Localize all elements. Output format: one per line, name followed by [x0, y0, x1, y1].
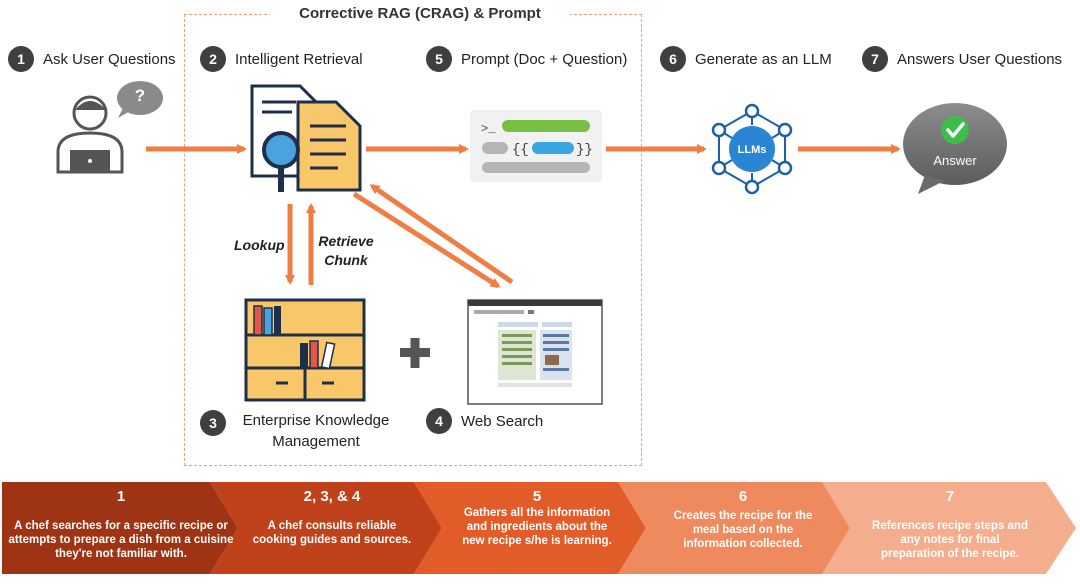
step-2-label: Intelligent Retrieval — [235, 50, 363, 68]
step-2-badge: 2 — [200, 46, 226, 72]
arrow-web-to-retrieval — [369, 183, 514, 285]
banner-segment-4 — [618, 482, 850, 574]
retrieve-label-line2: Chunk — [324, 252, 368, 268]
web-search-icon — [467, 299, 603, 405]
banner-4-num: 6 — [738, 488, 748, 505]
step-4-header: 4 Web Search — [426, 408, 543, 434]
question-bubble-icon — [117, 81, 163, 118]
banner-2-num: 2, 3, & 4 — [303, 488, 361, 505]
step-7-badge: 7 — [862, 46, 888, 72]
bookshelf-icon — [244, 298, 366, 402]
arrow-retrieval-to-web — [352, 191, 501, 289]
banner-3-num: 5 — [532, 488, 542, 505]
banner-1-desc: A chef searches for a specific recipe or… — [8, 520, 234, 560]
banner-segment-1 — [2, 482, 238, 574]
user-icon — [56, 95, 124, 174]
banner-4-desc: Creates the recipe for the meal based on… — [673, 510, 813, 550]
prompt-icon — [470, 110, 602, 182]
step-3-badge: 3 — [200, 410, 226, 436]
banner-5-num: 7 — [945, 488, 955, 505]
step-4-badge: 4 — [426, 408, 452, 434]
banner-item-2: 2, 3, & 4 A chef consults reliable cooki… — [250, 488, 414, 547]
retrieve-label-line1: Retrieve — [318, 233, 374, 249]
step-6-badge: 6 — [660, 46, 686, 72]
step-4-label: Web Search — [461, 412, 544, 430]
step-2-header: 2 Intelligent Retrieval — [200, 46, 363, 72]
step-1-header: 1 Ask User Questions — [8, 46, 176, 72]
banner-segment-2 — [210, 482, 442, 574]
step-7-header: 7 Answers User Questions — [862, 46, 1062, 72]
frame-title: Corrective RAG (CRAG) & Prompt — [270, 5, 570, 22]
step-5-label: Prompt (Doc + Question) — [461, 50, 628, 68]
question-mark: ? — [134, 86, 146, 105]
step-3-label: Enterprise Knowledge Management — [234, 410, 398, 452]
banner-2-desc: A chef consults reliable cooking guides … — [252, 520, 412, 546]
step-3-label-line2: Management — [272, 433, 360, 450]
step-6-label: Generate as an LLM — [695, 50, 832, 68]
retrieve-chunk-label: Retrieve Chunk — [316, 232, 376, 270]
banner-item-4: 6 Creates the recipe for the meal based … — [664, 488, 822, 551]
llm-network-icon — [711, 103, 793, 195]
banner-segment-3 — [414, 482, 646, 574]
step-5-header: 5 Prompt (Doc + Question) — [426, 46, 627, 72]
banner-segment-5 — [822, 482, 1076, 574]
banner-item-3: 5 Gathers all the information and ingred… — [462, 488, 612, 548]
banner-item-5: 7 References recipe steps and any notes … — [870, 488, 1030, 561]
step-1-badge: 1 — [8, 46, 34, 72]
step-7-label: Answers User Questions — [897, 50, 1063, 68]
plus-icon — [400, 338, 430, 368]
banner-5-desc: References recipe steps and any notes fo… — [872, 520, 1028, 560]
prompt-prefix: >_ — [481, 122, 496, 136]
step-3-label-line1: Enterprise Knowledge — [242, 412, 390, 429]
step-5-badge: 5 — [426, 46, 452, 72]
step-6-header: 6 Generate as an LLM — [660, 46, 832, 72]
answer-label: Answer — [933, 153, 977, 168]
llm-label: LLMs — [738, 144, 767, 156]
documents-magnifier-icon — [250, 84, 362, 192]
step-1-label: Ask User Questions — [43, 50, 176, 68]
banner-item-1: 1 A chef searches for a specific recipe … — [8, 488, 234, 561]
answer-bubble-icon — [903, 103, 1007, 194]
prompt-brace-close: }} — [576, 142, 593, 158]
banner-3-desc: Gathers all the information and ingredie… — [462, 507, 612, 547]
prompt-brace-open: {{ — [512, 142, 529, 158]
lookup-label: Lookup — [234, 237, 285, 253]
process-banner — [2, 482, 1076, 574]
banner-1-num: 1 — [116, 488, 126, 505]
